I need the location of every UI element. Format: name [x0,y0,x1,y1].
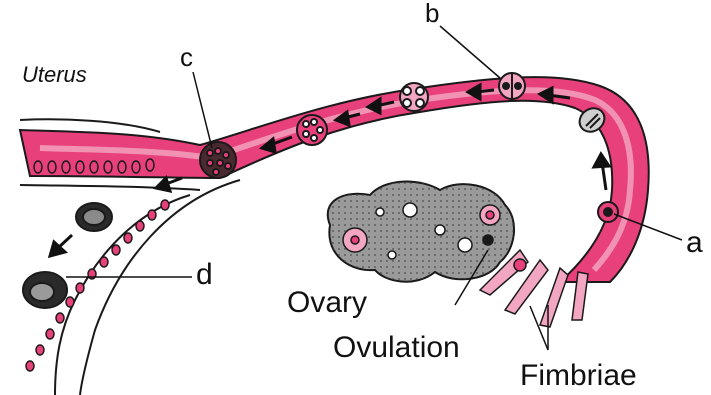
up-arrow-icon [594,154,609,190]
label-a: a [686,226,703,259]
egg-b [499,73,525,99]
uterine-lining [26,159,169,371]
uterus-wall-lower [20,185,200,190]
ovary [328,182,526,282]
down-left-arrow-icon [50,235,72,256]
egg-a [598,202,618,222]
label-fimbriae: Fimbriae [520,359,637,392]
egg-d [23,272,67,308]
egg-four-cell [400,83,428,111]
egg-morula [297,115,327,145]
label-c: c [180,42,193,72]
label-d: d [196,258,213,291]
blastocyst-free [76,203,112,231]
label-ovulation: Ovulation [333,331,460,364]
label-uterus: Uterus [22,62,87,87]
label-ovary: Ovary [287,286,367,319]
uterus-outline [55,195,190,395]
label-b: b [425,0,439,28]
egg-c [200,142,236,178]
